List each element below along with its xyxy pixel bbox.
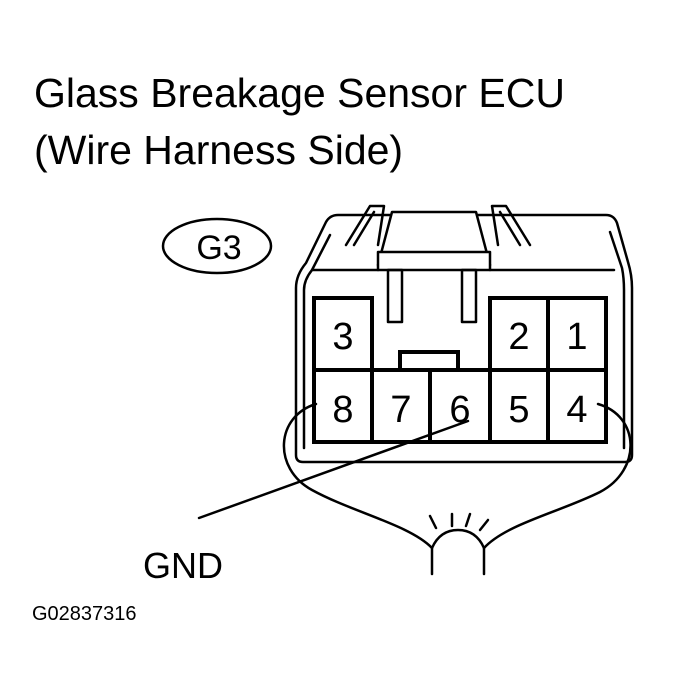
right-latch: [490, 204, 532, 247]
left-latch: [344, 204, 386, 247]
pin-label: 5: [508, 389, 529, 431]
pin-label: 4: [566, 389, 587, 431]
housing-inner-rim: [302, 233, 332, 450]
title-line-2: (Wire Harness Side): [34, 127, 403, 173]
gnd-label: GND: [143, 545, 223, 586]
lock-leg-right: [460, 268, 478, 324]
harness-loop: [282, 402, 632, 550]
pin-label: 2: [508, 316, 529, 358]
housing-inner-rim-right: [608, 230, 626, 450]
center-key: [398, 350, 460, 372]
connector-housing: [294, 204, 634, 464]
lock-base: [376, 250, 492, 272]
figure-code: G02837316: [32, 603, 137, 625]
title-line-1: Glass Breakage Sensor ECU: [34, 70, 565, 116]
housing-outline: [294, 213, 634, 464]
harness-bundle: [430, 528, 486, 576]
gnd-callout: GND: [143, 419, 470, 586]
lock-leg-left: [386, 268, 404, 324]
pin-label: 8: [332, 389, 353, 431]
terminal-grid: 3 2 1 8 7 6 5 4: [312, 296, 608, 444]
right-latch-inner: [498, 210, 522, 247]
pin-label: 6: [449, 389, 470, 431]
connector-code-badge: G3: [161, 217, 273, 275]
connector-code: G3: [196, 229, 241, 267]
badge-ellipse: [161, 217, 273, 275]
wire-harness: [282, 402, 632, 576]
harness-strands: [428, 512, 490, 532]
left-latch-inner: [352, 210, 376, 247]
pin-label: 7: [390, 389, 411, 431]
gnd-leader-line: [197, 419, 470, 520]
pin-label: 3: [332, 316, 353, 358]
pin-label: 1: [566, 316, 587, 358]
